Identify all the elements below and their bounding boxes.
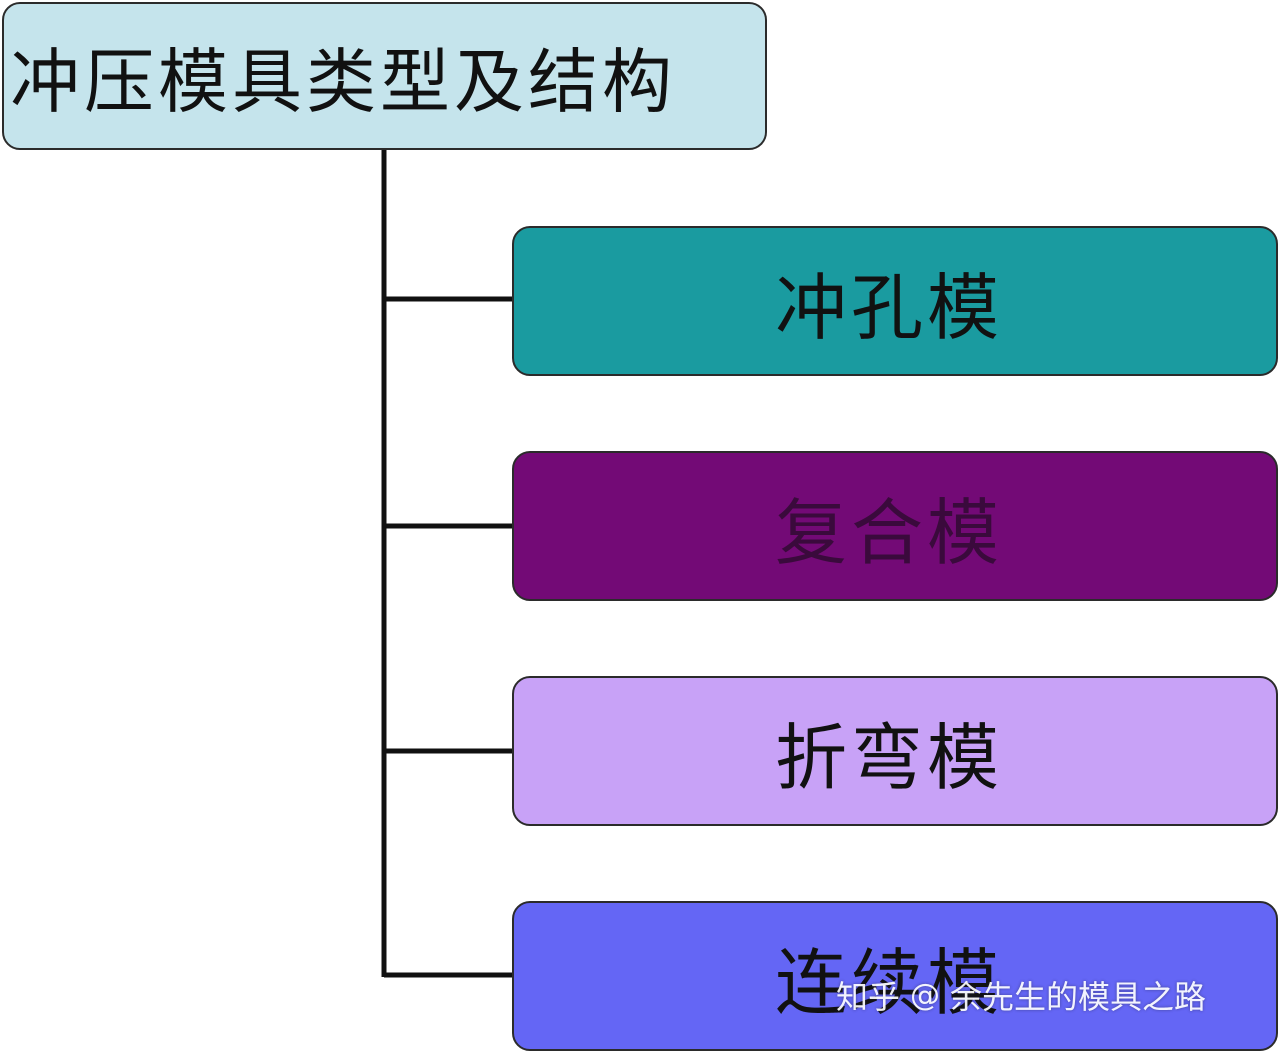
watermark-site: 知乎 — [836, 978, 901, 1016]
node-punching-die: 冲孔模 — [512, 226, 1278, 376]
watermark: 知乎 @ 余先生的模具之路 — [836, 972, 1206, 1018]
watermark-at: @ — [910, 977, 941, 1013]
watermark-author: 余先生的模具之路 — [950, 978, 1207, 1016]
root-label: 冲压模具类型及结构 — [10, 40, 676, 123]
node-progressive-die: 连续模 — [512, 901, 1278, 1051]
node-compound-die: 复合模 — [512, 451, 1278, 601]
node-label: 复合模 — [774, 490, 1003, 575]
root-node: 冲压模具类型及结构 — [2, 2, 767, 150]
node-label: 连续模 — [774, 940, 1003, 1025]
node-label: 冲孔模 — [774, 265, 1003, 350]
node-bending-die: 折弯模 — [512, 676, 1278, 826]
node-label: 折弯模 — [774, 715, 1003, 800]
